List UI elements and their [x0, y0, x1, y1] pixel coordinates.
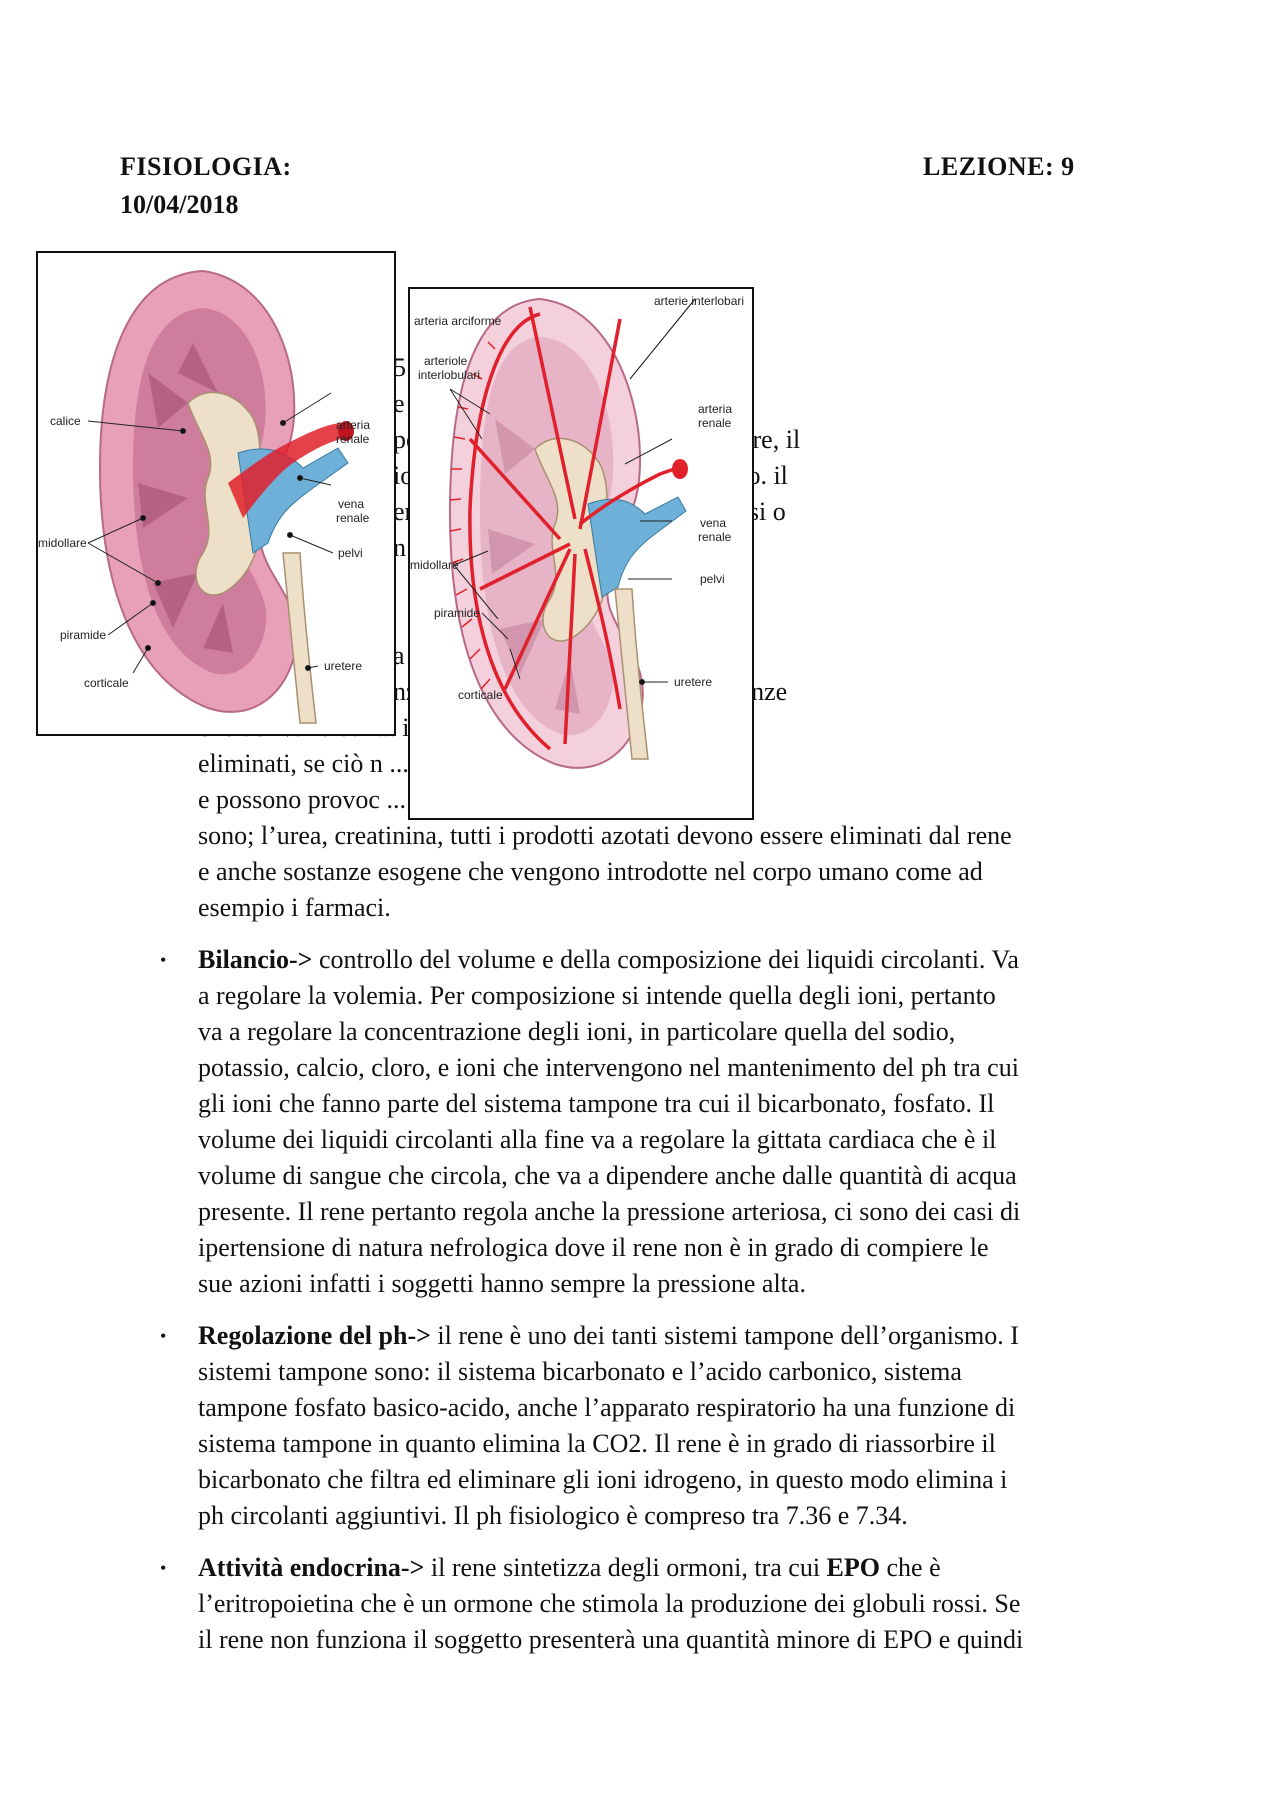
label-arteria-arciforme: arteria arciforme	[414, 314, 502, 328]
label-corticale: corticale	[84, 676, 129, 690]
label-vena: vena	[338, 497, 364, 511]
text-line: potassio, calcio, cloro, e ioni che inte…	[198, 1053, 1019, 1082]
text-line: n	[393, 533, 406, 562]
label-midollare: midollare	[38, 536, 87, 550]
label-pelvi: pelvi	[700, 572, 725, 586]
text-line: volume di sangue che circola, che va a d…	[198, 1161, 1017, 1190]
text-line: volume dei liquidi circolanti alla fine …	[198, 1125, 997, 1154]
label-piramide: piramide	[60, 628, 106, 642]
text-line: a regolare la volemia. Per composizione …	[198, 981, 996, 1010]
text-line: presente. Il rene pertanto regola anche …	[198, 1197, 1021, 1226]
label-renale: renale	[336, 511, 370, 525]
lesson-date: 10/04/2018	[120, 190, 239, 219]
label-arterie-interlobari: arterie interlobari	[654, 294, 744, 308]
text-line: va a regolare la concentrazione degli io…	[198, 1017, 956, 1046]
text-line: il rene non funziona il soggetto present…	[198, 1625, 1024, 1654]
bullet-icon: •	[160, 1326, 167, 1346]
function-list: • Bilancio-> controllo del volume e dell…	[160, 942, 1170, 1674]
bullet-icon: •	[160, 950, 167, 970]
label-uretere: uretere	[324, 659, 362, 673]
text-line: il rene è uno dei tanti sistemi tampone …	[430, 1321, 1019, 1350]
text-line: sistemi tampone sono: il sistema bicarbo…	[198, 1357, 962, 1386]
text-line: ipertensione di natura nefrologica dove …	[198, 1233, 989, 1262]
text-line: controllo del volume e della composizion…	[312, 945, 1019, 974]
epo-term: EPO	[826, 1553, 880, 1582]
bullet-term: Attività endocrina->	[198, 1553, 425, 1582]
text-line: il rene sintetizza degli ormoni, tra cui	[424, 1553, 827, 1582]
kidney-section-illustration: calice arteria renale vena renale pelvi …	[38, 269, 370, 724]
subject-title: FISIOLOGIA:	[120, 152, 292, 181]
label-arteria: arteria	[336, 418, 370, 432]
list-item-endocrina: • Attività endocrina-> il rene sintetizz…	[160, 1550, 1170, 1658]
label-corticale: corticale	[458, 688, 503, 702]
list-item-bilancio: • Bilancio-> controllo del volume e dell…	[160, 942, 1170, 1302]
list-item-ph: • Regolazione del ph-> il rene è uno dei…	[160, 1318, 1170, 1534]
label-arteria: arteria	[698, 402, 732, 416]
bullet-icon: •	[160, 1558, 167, 1578]
bullet-term: Regolazione del ph->	[198, 1321, 431, 1350]
label-midollare: midollare	[410, 558, 459, 572]
text-line: gli ioni che fanno parte del sistema tam…	[198, 1089, 995, 1118]
text-line: tampone fosfato basico-acido, anche l’ap…	[198, 1393, 1016, 1422]
text-line: sue azioni infatti i soggetti hanno semp…	[198, 1269, 806, 1298]
label-piramide: piramide	[434, 606, 480, 620]
bullet-term: Bilancio->	[198, 945, 313, 974]
label-calice: calice	[50, 414, 81, 428]
text-line: esempio i farmaci.	[198, 893, 391, 922]
text-line: sistema tampone in quanto elimina la CO2…	[198, 1429, 996, 1458]
lesson-number: LEZIONE: 9	[923, 152, 1075, 181]
text-line: sono; l’urea, creatinina, tutti i prodot…	[198, 821, 1012, 850]
kidney-section-figure: calice arteria renale vena renale pelvi …	[36, 251, 396, 736]
text-fragment: che è	[880, 1553, 941, 1582]
text-line: ph circolanti aggiuntivi. Il ph fisiolog…	[198, 1501, 908, 1530]
label-pelvi: pelvi	[338, 546, 363, 560]
text-line: bicarbonato che filtra ed eliminare gli …	[198, 1465, 1008, 1494]
label-renale: renale	[336, 432, 370, 446]
kidney-vessels-figure: arteria arciforme arterie interlobari ar…	[408, 287, 754, 820]
label-renale: renale	[698, 416, 732, 430]
text-line: l’eritropoietina che è un ormone che sti…	[198, 1589, 1021, 1618]
label-arteriole: arteriole	[424, 354, 468, 368]
label-uretere: uretere	[674, 675, 712, 689]
label-renale: renale	[698, 530, 732, 544]
kidney-vessels-illustration: arteria arciforme arterie interlobari ar…	[410, 294, 744, 769]
text-line: e anche sostanze esogene che vengono int…	[198, 857, 983, 886]
label-vena: vena	[700, 516, 726, 530]
label-interlobulari: interlobulari	[418, 368, 480, 382]
